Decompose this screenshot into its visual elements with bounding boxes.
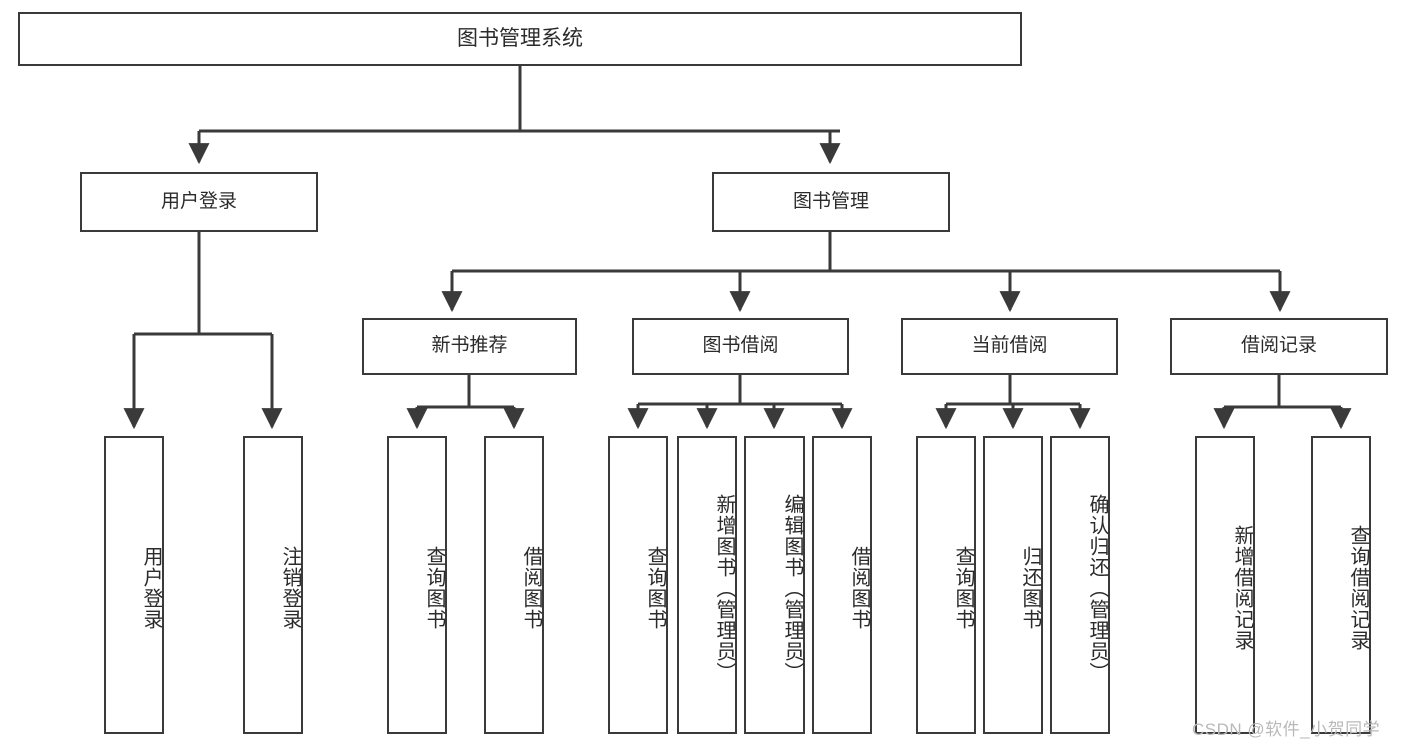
node-leaf-add-record-label: 新增借阅记录 bbox=[1231, 525, 1253, 651]
node-new-book-recommend-label: 新书推荐 bbox=[431, 335, 508, 357]
node-leaf-confirm-return-label: 确认归还（管理员） bbox=[1086, 493, 1108, 683]
node-leaf-add-book[interactable]: 新增图书（管理员） bbox=[677, 436, 737, 734]
node-current-borrow-label: 当前借阅 bbox=[971, 335, 1048, 357]
node-leaf-query-book-1-label: 查询图书 bbox=[423, 546, 445, 630]
node-leaf-logout-login[interactable]: 注销登录 bbox=[243, 436, 303, 734]
node-leaf-user-login[interactable]: 用户登录 bbox=[104, 436, 164, 734]
node-leaf-query-book-1[interactable]: 查询图书 bbox=[387, 436, 447, 734]
node-root-label: 图书管理系统 bbox=[457, 26, 583, 50]
node-book-manage[interactable]: 图书管理 bbox=[712, 172, 950, 232]
node-borrow-record[interactable]: 借阅记录 bbox=[1170, 318, 1388, 375]
node-leaf-query-book-3[interactable]: 查询图书 bbox=[916, 436, 976, 734]
node-leaf-borrow-book-2-label: 借阅图书 bbox=[848, 546, 870, 630]
node-book-manage-label: 图书管理 bbox=[792, 190, 869, 212]
node-leaf-query-book-3-label: 查询图书 bbox=[952, 546, 974, 630]
node-leaf-borrow-book-2[interactable]: 借阅图书 bbox=[812, 436, 872, 734]
node-leaf-borrow-book-1[interactable]: 借阅图书 bbox=[484, 436, 544, 734]
node-leaf-add-book-label: 新增图书（管理员） bbox=[713, 493, 735, 683]
node-current-borrow[interactable]: 当前借阅 bbox=[901, 318, 1118, 375]
node-book-borrow[interactable]: 图书借阅 bbox=[632, 318, 849, 375]
node-leaf-borrow-book-1-label: 借阅图书 bbox=[520, 546, 542, 630]
node-leaf-query-record-label: 查询借阅记录 bbox=[1347, 525, 1369, 651]
node-borrow-record-label: 借阅记录 bbox=[1240, 335, 1317, 357]
node-leaf-query-record[interactable]: 查询借阅记录 bbox=[1311, 436, 1371, 734]
node-leaf-edit-book-label: 编辑图书（管理员） bbox=[781, 493, 803, 683]
node-leaf-query-book-2-label: 查询图书 bbox=[644, 546, 666, 630]
node-new-book-recommend[interactable]: 新书推荐 bbox=[362, 318, 577, 375]
node-leaf-user-login-label: 用户登录 bbox=[140, 546, 162, 630]
node-leaf-return-book-label: 归还图书 bbox=[1019, 546, 1041, 630]
node-book-borrow-label: 图书借阅 bbox=[702, 335, 779, 357]
csdn-watermark: CSDN @软件_小贺同学 bbox=[1192, 720, 1381, 739]
node-leaf-confirm-return[interactable]: 确认归还（管理员） bbox=[1050, 436, 1110, 734]
node-user-login[interactable]: 用户登录 bbox=[80, 172, 318, 232]
node-leaf-edit-book[interactable]: 编辑图书（管理员） bbox=[744, 436, 805, 734]
node-leaf-query-book-2[interactable]: 查询图书 bbox=[608, 436, 668, 734]
node-leaf-logout-login-label: 注销登录 bbox=[279, 546, 301, 630]
node-leaf-add-record[interactable]: 新增借阅记录 bbox=[1195, 436, 1255, 734]
node-user-login-label: 用户登录 bbox=[160, 190, 237, 212]
node-leaf-return-book[interactable]: 归还图书 bbox=[983, 436, 1043, 734]
node-root[interactable]: 图书管理系统 bbox=[18, 12, 1022, 66]
